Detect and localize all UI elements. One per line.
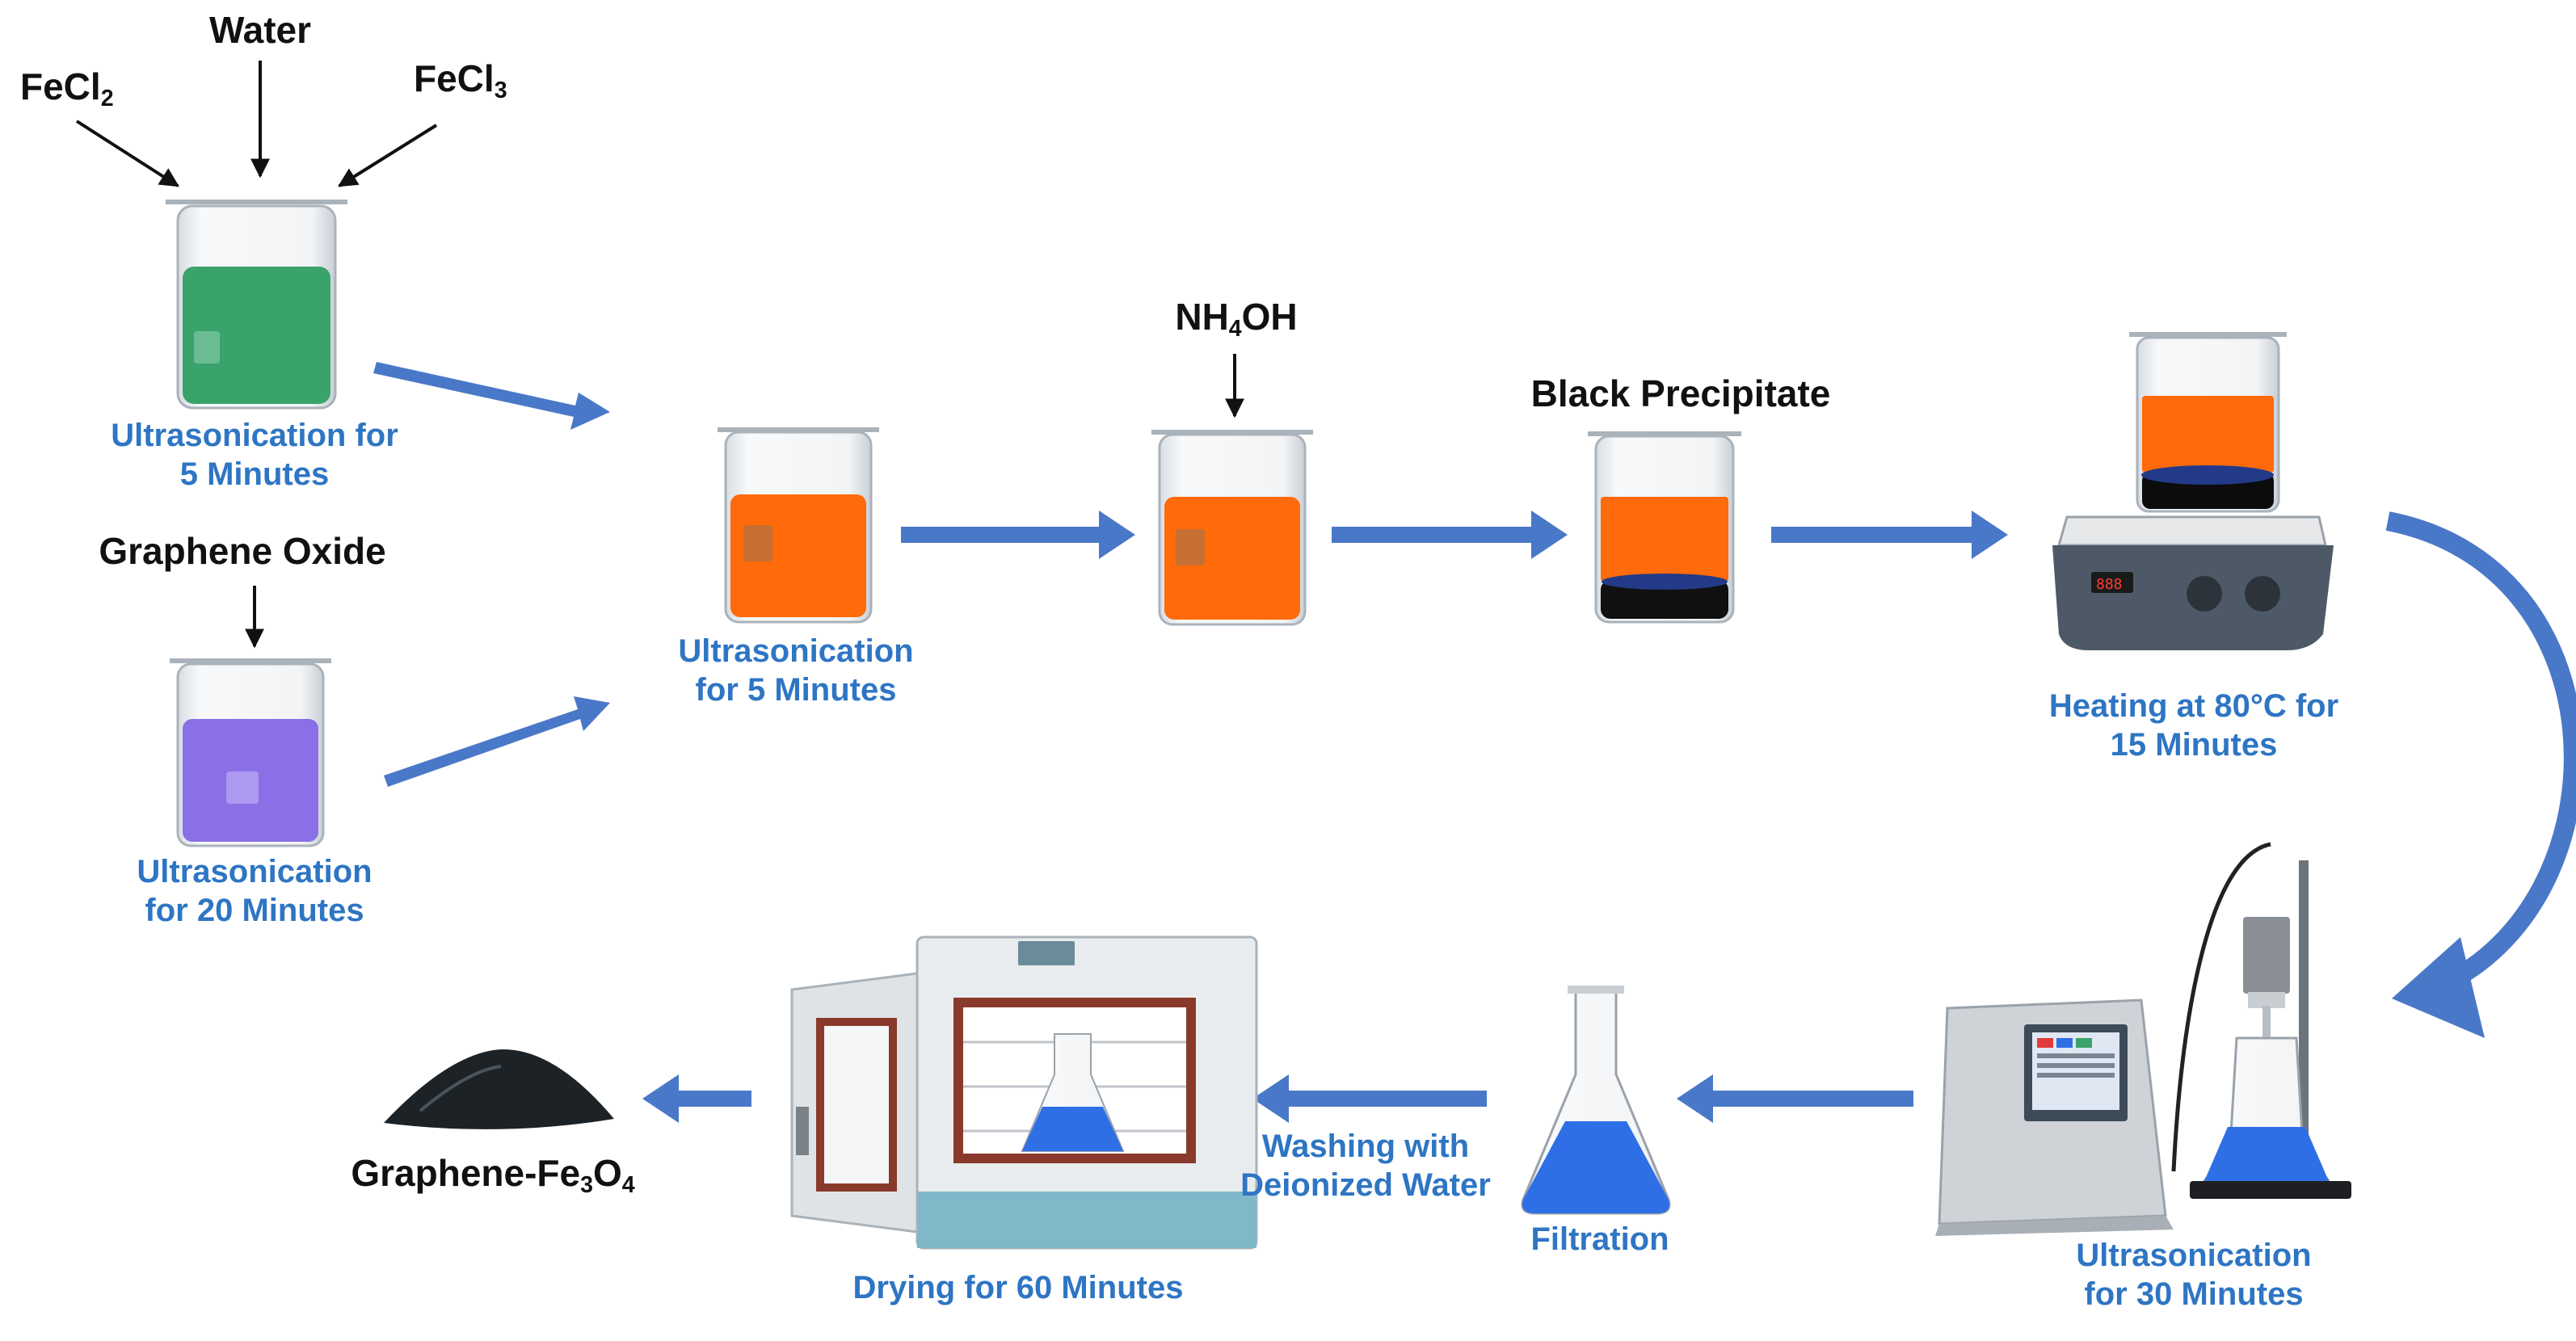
fecl3-arrow [337,124,438,187]
nh4oh-label: NH4OH [1175,296,1298,342]
step-probe-sonication-label: Ultrasonication for 30 Minutes [2028,1236,2359,1314]
erlenmeyer-flask-icon [1521,986,1671,1215]
svg-text:888: 888 [2096,576,2123,593]
step-washing-label: Washing with Deionized Water [1212,1127,1519,1204]
green-beaker-icon [166,200,347,410]
graphene-fe3o4-powder-icon [384,1049,614,1129]
step-line: for 20 Minutes [145,893,364,928]
orange-beaker-nh4oh-icon [1151,430,1313,626]
orange-beaker-mix-icon [718,427,879,624]
step-mix-sonication-label: Ultrasonication for 5 Minutes [634,632,958,709]
arrow-purple-to-mix [384,696,610,787]
arrow-drying-to-product [642,1074,751,1123]
step-line: Drying for 60 Minutes [852,1270,1184,1305]
product-label: Graphene-Fe3O4 [351,1152,635,1198]
purple-beaker-icon [170,658,331,847]
arrow-precipitate-to-heating [1771,511,2008,559]
step-go-sonication-label: Ultrasonication for 20 Minutes [89,852,420,930]
step-line: for 30 Minutes [2084,1276,2304,1312]
black-precipitate-label: Black Precipitate [1530,372,1831,414]
step-line: Filtration [1530,1221,1669,1257]
step-line: Ultrasonication for [111,418,398,453]
step-line: 15 Minutes [2110,727,2278,763]
hotplate-stirrer-icon: 888 [2052,332,2334,650]
step-line: Deionized Water [1240,1167,1491,1203]
fecl3-label: FeCl3 [414,57,507,103]
step-line: Washing with [1261,1129,1470,1164]
step-drying-label: Drying for 60 Minutes [792,1268,1244,1307]
arrow-nh4oh-to-precipitate [1332,511,1568,559]
graphene-oxide-label: Graphene Oxide [99,530,386,572]
step-line: Ultrasonication [678,633,914,669]
step-line: for 5 Minutes [695,672,897,708]
arrow-mix-to-nh4oh [901,511,1135,559]
arrow-probe-to-filtration [1677,1074,1913,1123]
step-fe-sonication-label: Ultrasonication for 5 Minutes [73,416,436,494]
fecl2-label: FeCl2 [20,65,114,111]
input-arrows [75,61,1244,649]
curved-arrow-heating-to-probe [2385,511,2576,1038]
probe-sonicator-icon [1935,842,2351,1236]
step-line: 5 Minutes [179,456,330,492]
step-line: Ultrasonication [137,854,373,889]
fecl2-arrow [75,120,180,187]
arrow-green-to-mix [373,362,610,430]
water-label: Water [208,9,312,51]
drying-oven-icon [790,935,1258,1250]
arrow-filtration-to-washing [1252,1074,1487,1123]
step-heating-label: Heating at 80°C for 15 Minutes [2012,687,2376,764]
step-line: Ultrasonication [2076,1238,2312,1273]
step-line: Heating at 80°C for [2048,688,2339,724]
process-arrows [373,362,2008,1123]
precipitate-beaker-icon [1588,431,1741,624]
step-filtration-label: Filtration [1471,1220,1729,1259]
